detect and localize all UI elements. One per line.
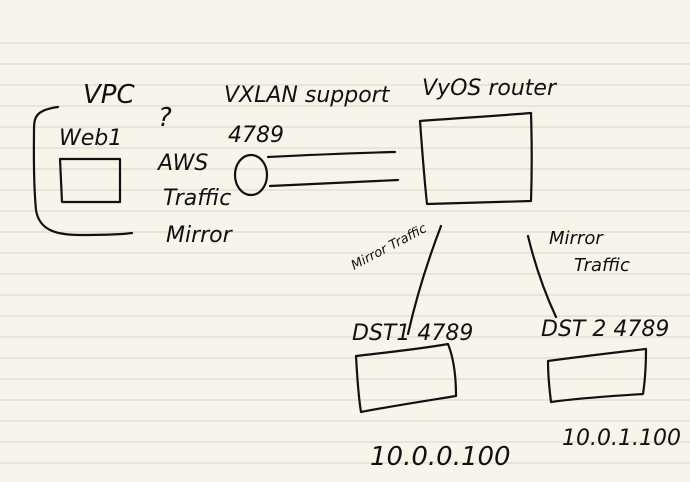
web1-box [58, 157, 122, 204]
vpc-label: VPC [83, 80, 135, 110]
mirror-traffic-left-label: Mirror Traffic [349, 221, 430, 273]
link-to-dst2 [526, 234, 558, 319]
link-to-dst1 [406, 224, 443, 336]
mirror-label: Mirror [166, 223, 234, 248]
vpc-bracket [32, 105, 134, 237]
dst1-label: DST1 4789 [352, 321, 473, 346]
vyos-router-box [418, 111, 533, 206]
question-mark: ? [158, 103, 172, 133]
dst2-label: DST 2 4789 [541, 317, 669, 342]
link-bottom [268, 178, 400, 188]
link-top [266, 150, 397, 159]
mirror-traffic-right-label-line2: Traffic [574, 255, 630, 276]
aws-label: AWS [156, 151, 208, 176]
mirror-target-circle [233, 153, 269, 197]
dst2-ip: 10.0.1.100 [562, 426, 681, 451]
ruled-lines [0, 42, 690, 464]
mirror-traffic-right-label-line1: Mirror [549, 228, 604, 249]
web1-label: Web1 [59, 126, 122, 151]
dst1-ip: 10.0.0.100 [370, 442, 511, 472]
vxlan-label: VXLAN support [224, 83, 391, 108]
vxlan-port-label: 4789 [228, 123, 284, 148]
vyos-router-label: VyOS router [422, 76, 558, 101]
traffic-label: Traffic [163, 186, 231, 211]
dst2-box [546, 347, 648, 404]
dst1-box [354, 342, 458, 414]
